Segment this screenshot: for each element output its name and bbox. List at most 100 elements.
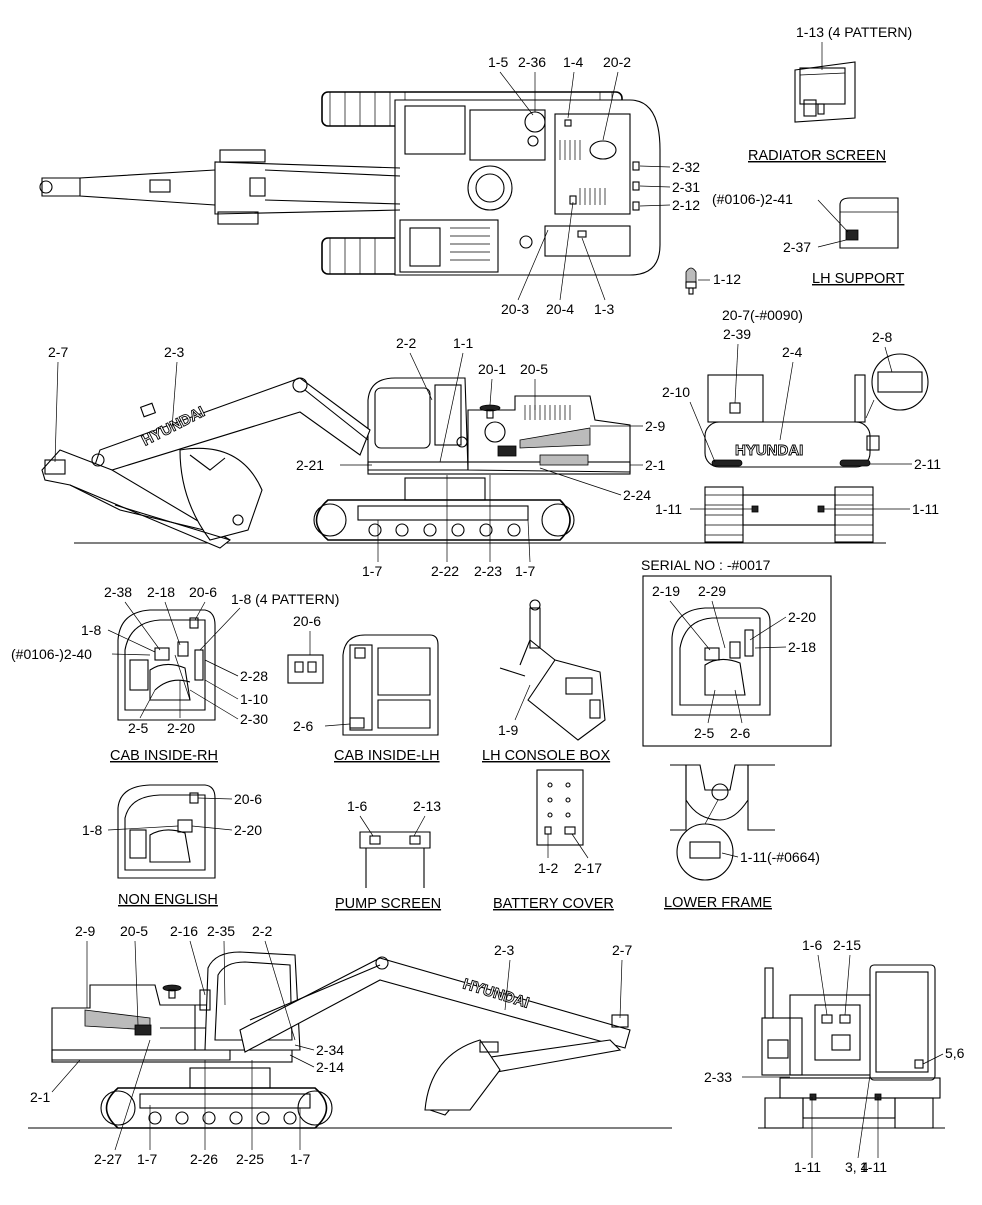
callout-label: 1-7 (362, 563, 382, 579)
callout-label: 20-2 (603, 54, 631, 70)
callout-label: 2-13 (413, 798, 441, 814)
callout-label: 2-7 (612, 942, 632, 958)
callout-label: 2-20 (234, 822, 262, 838)
pump-screen-drawing (359, 831, 431, 888)
callout-label: 2-4 (782, 344, 802, 360)
callout-label: 20-6 (189, 584, 217, 600)
callout-label: 1-1 (453, 335, 473, 351)
callout-label: 2-31 (672, 179, 700, 195)
callout-label: 2-18 (788, 639, 816, 655)
brand-logo-rear: HYUNDAI (735, 442, 803, 459)
callout-label: 1-4 (563, 54, 583, 70)
callout-label: 2-11 (914, 456, 941, 472)
callout-label: 20-6 (293, 613, 321, 629)
callout-label: 2-18 (147, 584, 175, 600)
callout-label: (#0106-)2-41 (712, 191, 793, 207)
callout-label: 20-4 (546, 301, 574, 317)
cab-inside-rh-drawing (117, 609, 216, 721)
callout-label: 2-5 (694, 725, 714, 741)
bottom-side-view-drawing: HYUNDAI (51, 951, 631, 1129)
callout-label: 2-9 (75, 923, 95, 939)
callout-label: 1-11 (655, 501, 682, 517)
callout-label: 20-5 (520, 361, 548, 377)
callout-label: 1-8 (82, 822, 102, 838)
caption-cab-inside-lh: CAB INSIDE-LH (334, 748, 440, 764)
callout-label: 2-17 (574, 860, 602, 876)
side-view-callouts: 2-7 2-3 2-2 1-1 20-1 20-5 2-9 2-21 2-1 2… (48, 335, 665, 579)
callout-label: 2-21 (296, 457, 324, 473)
callout-label: 1-6 (802, 937, 822, 953)
callout-label: 2-23 (474, 563, 502, 579)
callout-label: 2-3 (164, 344, 184, 360)
rear-view-callouts: 20-7(-#0090) 2-39 2-4 2-8 2-10 2-11 1-11… (655, 307, 941, 517)
callout-label: 1-12 (713, 271, 741, 287)
callout-label: 2-20 (167, 720, 195, 736)
battery-cover-drawing (536, 769, 584, 846)
caption-battery-cover: BATTERY COVER (493, 896, 614, 912)
callout-label: 1-8 (4 PATTERN) (231, 591, 339, 607)
callout-label: 1-11(-#0664) (740, 849, 820, 865)
callout-label: 2-2 (252, 923, 272, 939)
callout-label: 20-3 (501, 301, 529, 317)
callout-label: 2-27 (94, 1151, 122, 1167)
caption-lower-frame: LOWER FRAME (664, 895, 772, 911)
callout-label: 3, 4 (845, 1159, 869, 1175)
top-view-callouts: 1-5 2-36 1-4 20-2 2-32 2-31 2-12 20-3 20… (488, 54, 700, 317)
caption-non-english: NON ENGLISH (118, 892, 218, 908)
callout-label: 1-9 (498, 722, 518, 738)
callout-label: 2-9 (645, 418, 665, 434)
callout-label: 1-13 (4 PATTERN) (796, 24, 912, 40)
callout-label: 1-5 (488, 54, 508, 70)
radiator-screen-drawing (794, 61, 856, 123)
side-view-drawing: HYUNDAI (41, 377, 631, 549)
caption-pump-screen: PUMP SCREEN (335, 896, 441, 912)
callout-label: 2-29 (698, 583, 726, 599)
callout-label: 1-7 (515, 563, 535, 579)
bottom-side-view-callouts: 2-9 20-5 2-16 2-35 2-2 2-3 2-7 2-34 2-14… (30, 923, 632, 1167)
callout-label: 2-37 (783, 239, 811, 255)
callout-label: 2-28 (240, 668, 268, 684)
caption-cab-inside-rh: CAB INSIDE-RH (110, 748, 218, 764)
callout-label: 2-3 (494, 942, 514, 958)
serial-no-caption: SERIAL NO : -#0017 (641, 557, 771, 573)
serial-callouts: 2-19 2-29 2-20 2-18 2-5 2-6 (652, 583, 816, 741)
serial-cab-drawing (671, 607, 771, 716)
callout-label: 1-2 (538, 860, 558, 876)
bulb-icon (685, 267, 697, 295)
callout-label: 1-11 (860, 1159, 887, 1175)
callout-label: 20-5 (120, 923, 148, 939)
callout-label: 1-6 (347, 798, 367, 814)
callout-label: 2-33 (704, 1069, 732, 1085)
back-view-callouts: 1-6 2-15 5,6 2-33 1-11 3, 4 1-11 (704, 937, 965, 1175)
callout-label: 5,6 (945, 1045, 965, 1061)
callout-label: 2-12 (672, 197, 700, 213)
callout-label: 2-39 (723, 326, 751, 342)
callout-label: 2-14 (316, 1059, 344, 1075)
callout-label: 2-24 (623, 487, 651, 503)
callout-label: 2-10 (662, 384, 690, 400)
callout-label: 2-20 (788, 609, 816, 625)
callout-label: 2-2 (396, 335, 416, 351)
callout-label: 2-19 (652, 583, 680, 599)
lower-frame-drawing (670, 764, 775, 881)
callout-label: 1-11 (912, 501, 939, 517)
serial-no-frame (642, 575, 832, 747)
callout-label: 2-6 (293, 718, 313, 734)
callout-label: 2-5 (128, 720, 148, 736)
callout-label: 2-7 (48, 344, 68, 360)
callout-label: 2-38 (104, 584, 132, 600)
caption-lh-support: LH SUPPORT (812, 271, 905, 287)
non-english-cab-drawing (117, 784, 216, 879)
callout-label: 20-6 (234, 791, 262, 807)
callout-label: 2-32 (672, 159, 700, 175)
callout-label: (#0106-)2-40 (11, 646, 92, 662)
callout-label: 2-8 (872, 329, 892, 345)
callout-label: 1-10 (240, 691, 268, 707)
callout-label: 2-6 (730, 725, 750, 741)
callout-label: 2-35 (207, 923, 235, 939)
caption-radiator-screen: RADIATOR SCREEN (748, 148, 886, 164)
callout-label: 2-36 (518, 54, 546, 70)
callout-label: 20-7(-#0090) (722, 307, 803, 323)
callout-label: 2-25 (236, 1151, 264, 1167)
